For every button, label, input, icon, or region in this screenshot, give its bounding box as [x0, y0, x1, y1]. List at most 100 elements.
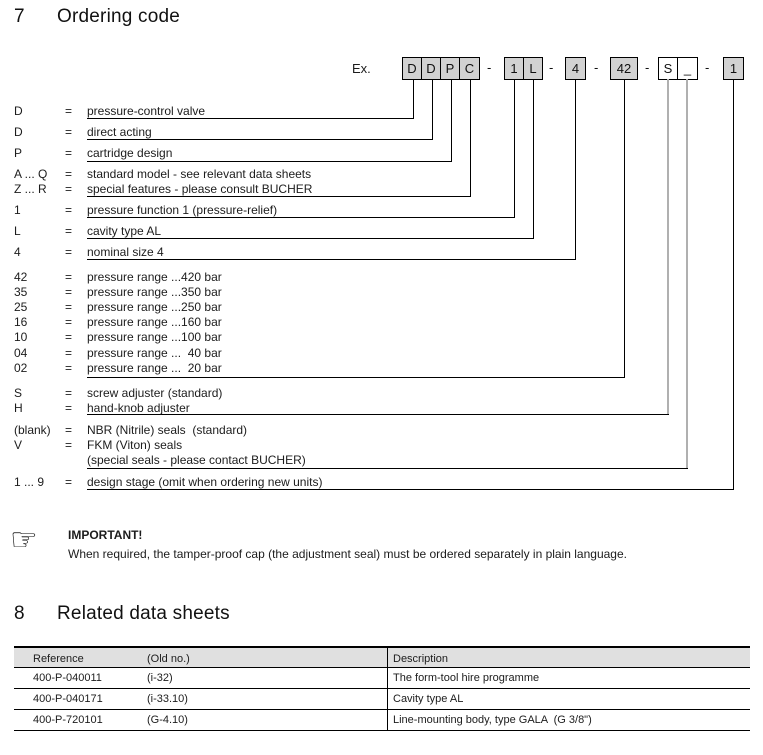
code-value: D [14, 125, 23, 139]
code-description: pressure range ...160 bar [87, 315, 222, 329]
row-underline [87, 161, 452, 162]
table-cell-reference: 400-P-040011 [33, 672, 102, 684]
equals-sign: = [65, 475, 73, 489]
equals-sign: = [65, 285, 73, 299]
connector-line [575, 79, 576, 260]
code-value: 02 [14, 361, 28, 375]
code-description: pressure range ... 40 bar [87, 346, 222, 360]
code-value: 25 [14, 300, 28, 314]
equals-sign: = [65, 401, 73, 415]
code-separator: - [487, 60, 492, 75]
table-header-description: Description [393, 653, 449, 665]
code-value: 1 ... 9 [14, 475, 45, 489]
equals-sign: = [65, 245, 73, 259]
connector-line-gray [667, 79, 669, 415]
table-cell-old-no: (G-4.10) [147, 714, 188, 726]
connector-line [413, 79, 414, 119]
pointing-hand-icon: ☞ [10, 522, 38, 557]
code-box-d2: D [421, 57, 441, 80]
code-value: (blank) [14, 423, 51, 437]
equals-sign: = [65, 423, 73, 437]
code-separator: - [549, 60, 554, 75]
table-row: 400-P-040171 (i-33.10) Cavity type AL [14, 689, 750, 710]
row-underline [87, 196, 471, 197]
code-box-design: 1 [723, 57, 744, 80]
code-separator: - [594, 60, 599, 75]
code-value: P [14, 146, 23, 160]
row-underline [87, 468, 688, 469]
code-description: direct acting [87, 125, 152, 139]
code-description: special features - please consult BUCHER [87, 182, 313, 196]
code-separator: - [645, 60, 650, 75]
equals-sign: = [65, 438, 73, 452]
row-underline [87, 414, 669, 415]
connector-line [470, 79, 471, 197]
equals-sign: = [65, 167, 73, 181]
equals-sign: = [65, 104, 73, 118]
table-row: 400-P-040011 (i-32) The form-tool hire p… [14, 668, 750, 689]
code-description: cavity type AL [87, 224, 162, 238]
connector-line [624, 79, 625, 378]
equals-sign: = [65, 315, 73, 329]
code-value: 04 [14, 346, 28, 360]
code-description: nominal size 4 [87, 245, 164, 259]
code-value: S [14, 386, 23, 400]
connector-line [451, 79, 452, 162]
code-box-1: 1 [504, 57, 524, 80]
code-description: pressure function 1 (pressure-relief) [87, 203, 278, 217]
table-column-divider [387, 646, 388, 731]
row-underline [87, 118, 414, 119]
equals-sign: = [65, 182, 73, 196]
code-description: screw adjuster (standard) [87, 386, 223, 400]
code-box-d1: D [402, 57, 422, 80]
table-cell-old-no: (i-32) [147, 672, 173, 684]
equals-sign: = [65, 330, 73, 344]
code-box-42: 42 [610, 57, 638, 80]
table-cell-description: The form-tool hire programme [393, 672, 540, 684]
table-cell-reference: 400-P-720101 [33, 714, 103, 726]
code-separator: - [705, 60, 710, 75]
code-description: pressure range ...250 bar [87, 300, 222, 314]
equals-sign: = [65, 300, 73, 314]
code-description: pressure range ...420 bar [87, 270, 222, 284]
code-value: D [14, 104, 23, 118]
code-value: L [14, 224, 21, 238]
code-value: A ... Q [14, 167, 48, 181]
code-description: pressure range ...350 bar [87, 285, 222, 299]
code-description: NBR (Nitrile) seals (standard) [87, 423, 248, 437]
row-underline [87, 217, 515, 218]
section-7-title: Ordering code [57, 6, 181, 27]
code-description: pressure range ... 20 bar [87, 361, 222, 375]
code-description: standard model - see relevant data sheet… [87, 167, 312, 181]
code-box-blank: _ [677, 57, 698, 80]
equals-sign: = [65, 361, 73, 375]
code-value: 1 [14, 203, 21, 217]
table-cell-description: Line-mounting body, type GALA (G 3/8") [393, 714, 592, 726]
code-description: hand-knob adjuster [87, 401, 190, 415]
code-box-s: S [658, 57, 678, 80]
example-label: Ex. [352, 61, 371, 76]
code-box-p: P [440, 57, 460, 80]
connector-line [432, 79, 433, 140]
connector-line-gray [686, 79, 688, 469]
equals-sign: = [65, 203, 73, 217]
row-underline [87, 377, 625, 378]
important-text: When required, the tamper-proof cap (the… [68, 547, 627, 561]
code-value: 4 [14, 245, 21, 259]
table-row: 400-P-720101 (G-4.10) Line-mounting body… [14, 710, 750, 731]
code-value: 42 [14, 270, 28, 284]
equals-sign: = [65, 146, 73, 160]
code-description: FKM (Viton) seals [87, 438, 183, 452]
connector-line [514, 79, 515, 218]
table-header-old-no: (Old no.) [147, 653, 190, 665]
equals-sign: = [65, 346, 73, 360]
section-8-number: 8 [14, 603, 25, 624]
equals-sign: = [65, 125, 73, 139]
row-underline [87, 238, 534, 239]
table-cell-old-no: (i-33.10) [147, 693, 188, 705]
equals-sign: = [65, 270, 73, 284]
code-box-4: 4 [565, 57, 586, 80]
code-description: cartridge design [87, 146, 173, 160]
equals-sign: = [65, 224, 73, 238]
